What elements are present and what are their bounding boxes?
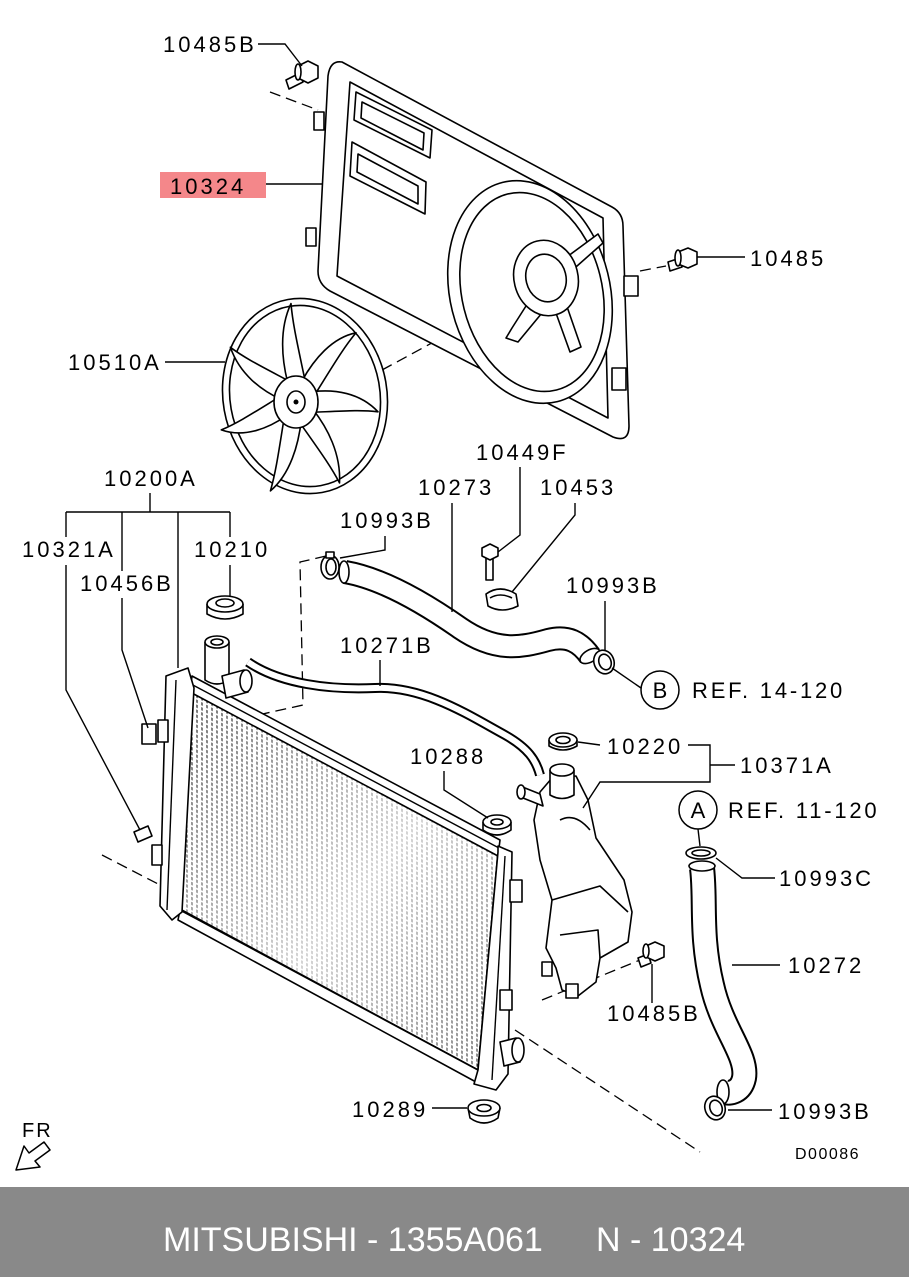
lower-insulator — [467, 1099, 501, 1124]
reference-b: B REF. 14-120 — [640, 670, 845, 710]
reference-letter-a: A — [691, 798, 706, 823]
diagram-code: D00086 — [795, 1146, 860, 1163]
footer-brand-part: MITSUBISHI - 1355A061 — [163, 1221, 543, 1259]
reservoir-tank — [516, 763, 633, 999]
part-label-10288: 10288 — [410, 744, 486, 769]
part-label-10321a: 10321A — [22, 537, 116, 562]
part-label-10273: 10273 — [418, 475, 494, 500]
overflow-hose — [245, 657, 545, 777]
direction-arrow-icon — [15, 1141, 51, 1171]
reference-a: A REF. 11-120 — [678, 790, 879, 830]
shroud-bolt-right — [667, 247, 698, 272]
front-direction-indicator: FR — [15, 1120, 53, 1171]
part-label-10200a: 10200A — [104, 466, 198, 491]
upper-insulator — [482, 814, 512, 836]
fan-shroud — [305, 60, 639, 440]
part-label-10485b-top: 10485B — [163, 32, 257, 57]
part-label-10324: 10324 — [170, 174, 246, 199]
part-label-10456b: 10456B — [80, 571, 174, 596]
reference-text-b: REF. 14-120 — [692, 678, 845, 703]
highlight-box — [160, 172, 266, 198]
part-label-10993b-upper-left: 10993B — [340, 508, 434, 533]
cooling-fan — [220, 297, 389, 495]
reference-text-a: REF. 11-120 — [728, 798, 879, 823]
reservoir-cap — [548, 732, 578, 751]
hose-clamp-lower-bottom — [703, 1095, 727, 1121]
radiator — [133, 635, 525, 1091]
footer-background — [0, 1187, 909, 1277]
direction-label: FR — [22, 1120, 53, 1142]
part-label-10485: 10485 — [750, 246, 826, 271]
part-label-10271b: 10271B — [340, 633, 434, 658]
radiator-cap — [206, 595, 244, 620]
leader-lines — [65, 43, 780, 1111]
reference-circle-b — [640, 670, 680, 710]
part-label-10453: 10453 — [540, 475, 616, 500]
part-label-10993c: 10993C — [779, 866, 874, 891]
hose-clamp-lower-top — [685, 846, 717, 860]
hose-clamp-upper-right — [592, 649, 616, 675]
part-label-10289: 10289 — [352, 1097, 428, 1122]
shroud-bolt-top — [285, 60, 319, 90]
reference-letter-b: B — [653, 678, 668, 703]
part-label-10993b-bottom: 10993B — [778, 1099, 872, 1124]
hose-bracket-bolt — [481, 543, 499, 581]
part-label-10210: 10210 — [194, 537, 270, 562]
fan-blade — [302, 333, 356, 393]
part-label-10371a: 10371A — [740, 753, 834, 778]
hose-clamp-bracket — [485, 588, 519, 611]
hose-clamp-upper-left — [320, 551, 340, 580]
tank-bolt — [637, 941, 665, 968]
reference-circle-a — [678, 790, 718, 830]
part-label-10220: 10220 — [607, 734, 683, 759]
footer-reference: N - 10324 — [596, 1221, 745, 1259]
part-label-10485b-lower: 10485B — [607, 1001, 701, 1026]
part-label-10993b-upper-right: 10993B — [566, 573, 660, 598]
part-label-10510a: 10510A — [68, 350, 162, 375]
part-label-10272: 10272 — [788, 953, 864, 978]
part-label-10449f: 10449F — [476, 440, 569, 465]
footer-bar: MITSUBISHI - 1355A061 N - 10324 — [0, 1187, 909, 1277]
